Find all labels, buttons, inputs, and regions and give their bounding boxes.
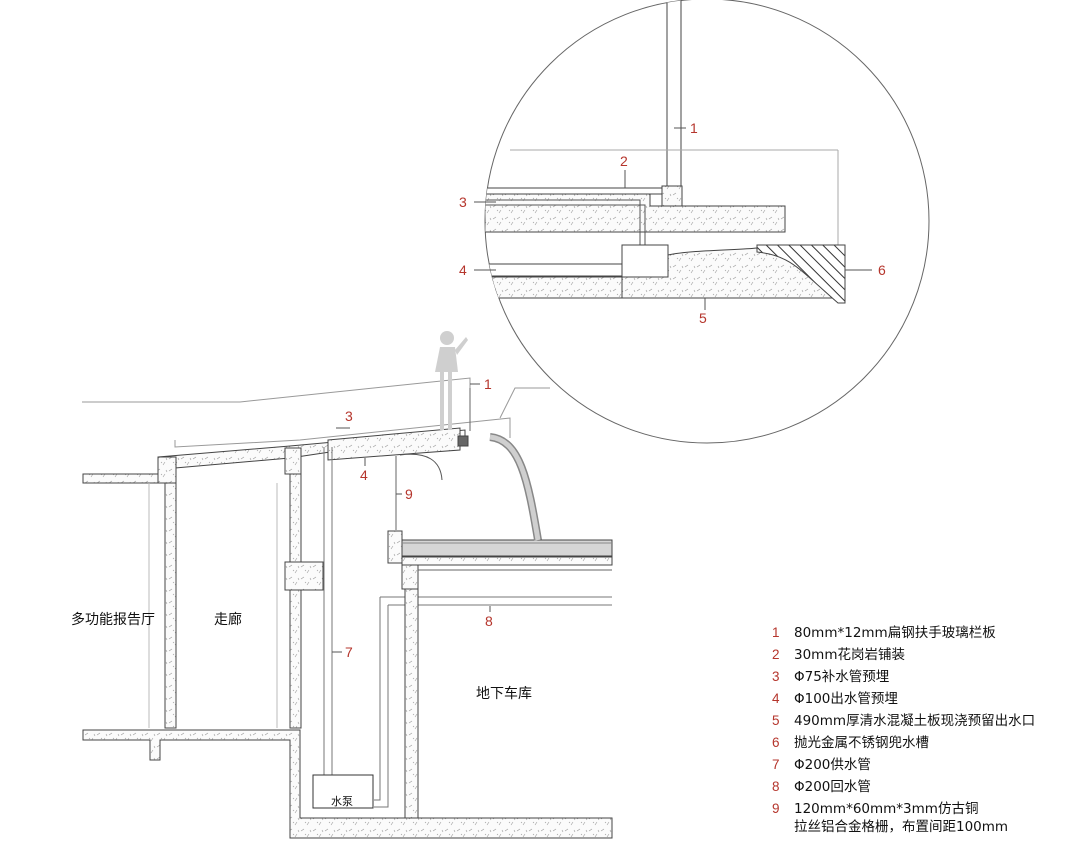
legend-number: 4 (772, 691, 780, 706)
legend-item: 2 30mm花岗岩铺装 (772, 646, 1072, 668)
detail-granite (485, 187, 666, 195)
legend-text: 490mm厚清水混凝土板现浇预留出水口 (794, 713, 1036, 729)
pool-slab (401, 556, 613, 566)
callout-4: 4 (360, 467, 368, 483)
legend-text: 抛光金属不锈钢兜水槽 (794, 735, 929, 751)
detail-post (666, 0, 682, 189)
legend-number: 9 (772, 801, 780, 816)
legend-item: 7 Φ200供水管 (772, 756, 1072, 778)
legend-number: 6 (772, 735, 780, 750)
detail-callout-3: 3 (459, 194, 467, 210)
pool-wall (387, 530, 403, 564)
pipe-7 (323, 447, 333, 775)
beam-cross (284, 561, 324, 591)
column-mid (289, 473, 302, 729)
column-left (164, 482, 177, 729)
main-section (82, 331, 613, 839)
foundation (82, 729, 613, 839)
pipe-8 (374, 596, 612, 808)
spout (457, 435, 469, 447)
pool-basin (401, 539, 613, 557)
callout-7: 7 (345, 644, 353, 660)
legend-number: 3 (772, 669, 780, 684)
detail-top-slab (485, 193, 786, 233)
detail-callout-2: 2 (620, 153, 628, 169)
legend-text: 80mm*12mm扁钢扶手玻璃栏板 (794, 625, 996, 641)
callout-1: 1 (484, 376, 492, 392)
detail-callout-6: 6 (878, 262, 886, 278)
callout-3: 3 (345, 408, 353, 424)
beam-left (157, 456, 177, 484)
roof-line (82, 377, 471, 403)
room-garage: 地下车库 (476, 685, 532, 702)
deck-slab (327, 427, 461, 461)
legend-item: 4 Φ100出水管预埋 (772, 690, 1072, 712)
legend-text: Φ200回水管 (794, 779, 871, 795)
legend-text: Φ200供水管 (794, 757, 871, 773)
legend-text: 30mm花岗岩铺装 (794, 647, 905, 663)
beam-mid (284, 447, 302, 475)
callout-9: 9 (405, 486, 413, 502)
legend-text: Φ75补水管预埋 (794, 669, 890, 685)
legend-number: 5 (772, 713, 780, 728)
legend: 1 80mm*12mm扁钢扶手玻璃栏板 2 30mm花岗岩铺装 3 Φ75补水管预埋 4 Φ1… (772, 624, 1072, 840)
room-corridor: 走廊 (214, 611, 242, 628)
callout-8: 8 (485, 613, 493, 629)
legend-text: Φ100出水管预埋 (794, 691, 898, 707)
left-slab (82, 473, 162, 484)
legend-item: 8 Φ200回水管 (772, 778, 1072, 800)
legend-number: 2 (772, 647, 780, 662)
legend-number: 1 (772, 625, 780, 640)
pump-label: 水泵 (331, 795, 353, 808)
legend-item: 9 120mm*60mm*3mm仿古铜 拉丝铝合金格栅，布置间距100mm (772, 800, 1072, 840)
detail-callout-1: 1 (690, 120, 698, 136)
room-hall: 多功能报告厅 (71, 611, 155, 628)
legend-number: 7 (772, 757, 780, 772)
detail-circle (474, 0, 930, 444)
legend-item: 5 490mm厚清水混凝土板现浇预留出水口 (772, 712, 1072, 734)
roof-line-2 (174, 417, 511, 448)
garage-wall (404, 588, 419, 819)
detail-trough (756, 244, 846, 304)
person-silhouette (435, 331, 468, 430)
legend-number: 8 (772, 779, 780, 794)
legend-item: 1 80mm*12mm扁钢扶手玻璃栏板 (772, 624, 1072, 646)
detail-pipe-4 (485, 263, 626, 277)
detail-callout-5: 5 (699, 310, 707, 326)
detail-post-base (661, 185, 683, 207)
legend-item: 3 Φ75补水管预埋 (772, 668, 1072, 690)
legend-text: 120mm*60mm*3mm仿古铜 拉丝铝合金格栅，布置间距100mm (794, 801, 1009, 835)
detail-callout-4: 4 (459, 262, 467, 278)
garage-wall-top (401, 564, 419, 590)
overhang-arch (399, 453, 443, 481)
pump-box (312, 774, 374, 809)
legend-item: 6 抛光金属不锈钢兜水槽 (772, 734, 1072, 756)
